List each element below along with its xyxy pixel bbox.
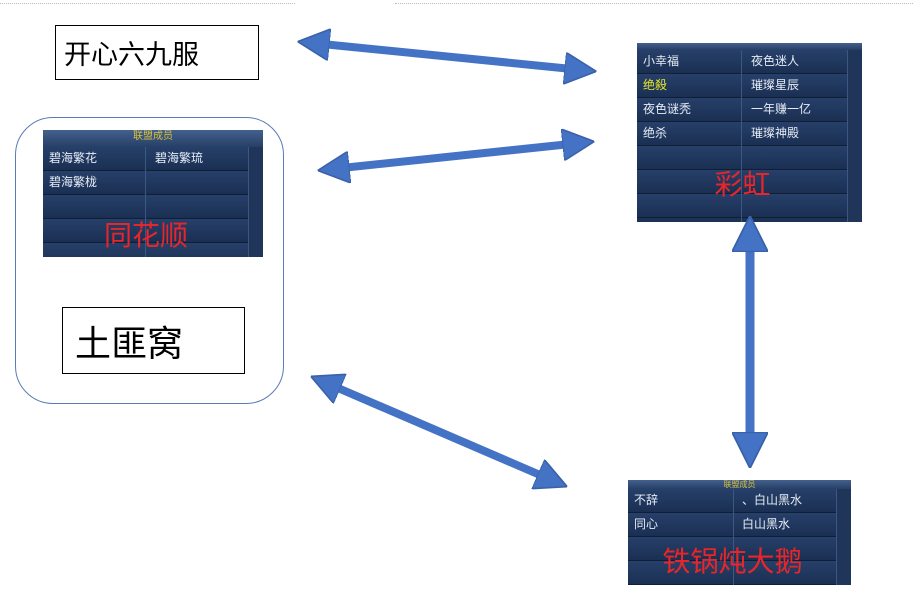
- table-row: [628, 537, 837, 561]
- server-label: 开心六九服: [55, 25, 259, 80]
- table-row: 不辞 、白山黑水: [628, 489, 837, 513]
- alliance-panel-caihong: 小幸福 夜色迷人 绝殺 璀璨星辰 夜色谜秃 一年赚一亿 绝杀 璀璨神殿 彩虹: [637, 43, 862, 222]
- double-arrow-server-caihong: [312, 43, 582, 70]
- table-row: [43, 195, 249, 219]
- table-row: 碧海繁栊: [43, 171, 249, 195]
- table-row: 碧海繁花 碧海繁琉: [43, 147, 249, 171]
- panel-header: 联盟成员: [43, 130, 263, 147]
- scrollbar[interactable]: [847, 50, 862, 222]
- member-name: 不辞: [634, 493, 659, 507]
- table-row: 同心 白山黑水: [628, 513, 837, 537]
- table-row: [43, 219, 249, 243]
- group-label: 土匪窝: [62, 307, 245, 374]
- alliance-panel-tieguo: 联盟成员 不辞 、白山黑水 同心 白山黑水 铁锅炖大鹅: [628, 480, 851, 585]
- alliance-name: 铁锅炖大鹅: [662, 545, 803, 578]
- table-row: [637, 146, 848, 170]
- member-name: 碧海繁琉: [155, 151, 204, 165]
- member-name: 小幸福: [643, 54, 680, 68]
- member-name: 夜色迷人: [751, 54, 800, 68]
- member-name: 同心: [634, 517, 659, 531]
- table-row: [637, 170, 848, 194]
- panel-header: [637, 43, 862, 50]
- table-row: 绝殺 璀璨星辰: [637, 74, 848, 98]
- member-name: 白山黑水: [742, 517, 791, 531]
- table-row: 小幸福 夜色迷人: [637, 50, 848, 74]
- member-name: 碧海繁花: [49, 151, 98, 165]
- dotted-line: [395, 3, 913, 4]
- table-row: [43, 243, 249, 257]
- member-name: 绝杀: [643, 126, 668, 140]
- column-divider: [741, 50, 742, 222]
- member-name: 碧海繁栊: [49, 175, 98, 189]
- alliance-name: 同花顺: [103, 219, 188, 252]
- table-row: 绝杀 璀璨神殿: [637, 122, 848, 146]
- scrollbar[interactable]: [248, 147, 263, 257]
- scrollbar[interactable]: [836, 489, 851, 585]
- member-name: 一年赚一亿: [751, 102, 812, 116]
- table-row: [628, 561, 837, 585]
- column-divider: [733, 489, 734, 585]
- column-divider: [145, 147, 146, 257]
- dotted-line: [0, 3, 295, 4]
- double-arrow-group-tieguo: [324, 382, 554, 481]
- member-name: 、白山黑水: [742, 493, 803, 507]
- double-arrow-group-caihong: [332, 143, 580, 169]
- member-name: 璀璨神殿: [751, 126, 800, 140]
- member-name: 夜色谜秃: [643, 102, 692, 116]
- table-row: 夜色谜秃 一年赚一亿: [637, 98, 848, 122]
- panel-header: 联盟成员: [628, 480, 851, 489]
- member-name-highlighted: 绝殺: [643, 78, 668, 92]
- alliance-panel-tonghuashun: 联盟成员 碧海繁花 碧海繁琉 碧海繁栊 同花顺: [43, 130, 263, 257]
- group-container: [15, 117, 284, 404]
- alliance-name: 彩虹: [714, 168, 771, 201]
- member-name: 璀璨星辰: [751, 78, 800, 92]
